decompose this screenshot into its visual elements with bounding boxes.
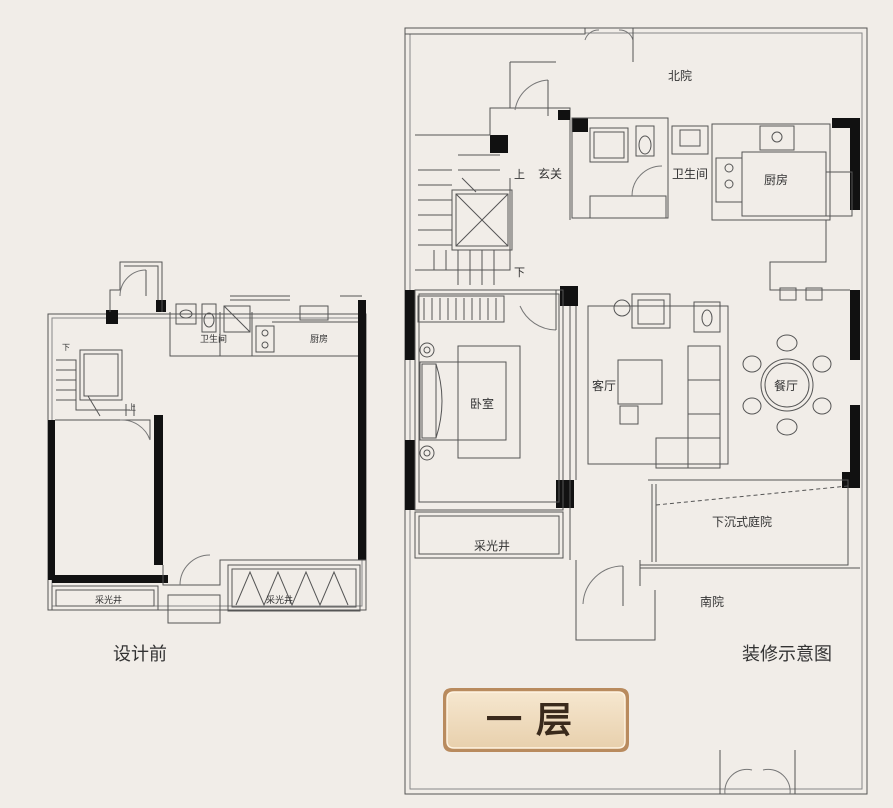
before-plan <box>47 261 367 624</box>
before-stair-down-label: 下 <box>62 343 70 352</box>
floor-badge-text: 一层 <box>485 699 586 741</box>
after-stair-up-label: 上 <box>514 168 525 181</box>
before-lightwell-right-label: 采光井 <box>266 594 293 606</box>
before-outer-wall <box>47 313 367 611</box>
before-kitchen-label: 厨房 <box>310 333 328 345</box>
after-bathroom-label: 卫生间 <box>672 167 708 181</box>
after-kitchen-label: 厨房 <box>764 172 788 187</box>
after-plan <box>404 27 868 795</box>
before-bathroom-label: 卫生间 <box>200 333 227 345</box>
floor-badge-frame <box>443 688 629 752</box>
after-site-boundary <box>404 27 868 795</box>
south-yard-label: 南院 <box>700 594 724 609</box>
north-yard-label: 北院 <box>668 69 692 83</box>
foyer-label: 玄关 <box>538 166 562 181</box>
before-stair-up-label: 上 <box>128 403 136 412</box>
dining-room-label: 餐厅 <box>774 378 798 393</box>
after-stair-down-label: 下 <box>514 266 525 279</box>
after-lightwell-label: 采光井 <box>474 539 510 553</box>
before-caption: 设计前 <box>113 644 167 665</box>
floor-badge: 一层 <box>440 685 632 755</box>
living-room-label: 客厅 <box>592 378 616 393</box>
sunken-courtyard-label: 下沉式庭院 <box>712 514 772 529</box>
after-caption: 装修示意图 <box>742 644 832 665</box>
before-lightwell-left-label: 采光井 <box>95 594 122 606</box>
bedroom-label: 卧室 <box>470 396 494 411</box>
